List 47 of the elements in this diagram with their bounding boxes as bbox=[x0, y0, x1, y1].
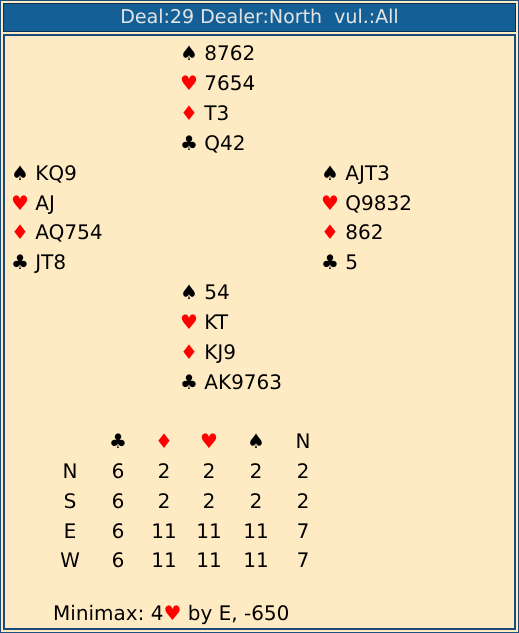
player-label: W bbox=[60, 549, 80, 571]
suit-holding: ♠ 54 bbox=[180, 281, 230, 304]
trick-count: 2 bbox=[296, 490, 310, 512]
suit-holding: ♦ AQ754 bbox=[11, 221, 103, 244]
title-bar: Deal:29 Dealer:North vul.:All bbox=[3, 3, 516, 32]
notrump-header: N bbox=[296, 430, 310, 452]
trick-count: 2 bbox=[250, 490, 262, 512]
trick-count: 11 bbox=[243, 520, 269, 542]
suit-holding: ♠ KQ9 bbox=[11, 162, 77, 184]
trick-count: 11 bbox=[243, 549, 269, 571]
trick-count: 11 bbox=[196, 520, 222, 542]
suit-header: ♣ bbox=[109, 430, 127, 452]
suit-header: ♠ bbox=[247, 430, 265, 452]
trick-count: 11 bbox=[196, 549, 222, 571]
trick-count: 2 bbox=[158, 460, 170, 482]
player-label: E bbox=[64, 520, 76, 542]
suit-holding: ♣ Q42 bbox=[180, 132, 246, 154]
player-label: N bbox=[62, 460, 78, 482]
trick-count: 11 bbox=[151, 520, 177, 542]
suit-holding: ♣ AK9763 bbox=[180, 370, 282, 393]
suit-holding: ♦ 862 bbox=[321, 221, 384, 244]
trick-count: 2 bbox=[158, 490, 170, 512]
trick-count: 2 bbox=[202, 460, 216, 482]
suit-holding: ♠ 8762 bbox=[180, 42, 256, 64]
suit-holding: ♥ AJ bbox=[11, 192, 55, 214]
suit-header: ♥ bbox=[200, 430, 218, 452]
trick-count: 6 bbox=[112, 490, 124, 512]
suit-holding: ♣ 5 bbox=[321, 251, 358, 274]
suit-holding: ♥ 7654 bbox=[180, 72, 256, 94]
contract-result: Minimax: 4♥ by E, -650 bbox=[53, 602, 290, 624]
trick-count: 6 bbox=[112, 549, 124, 571]
suit-holding: ♦ T3 bbox=[180, 102, 230, 124]
player-label: S bbox=[64, 490, 76, 512]
trick-count: 7 bbox=[296, 549, 310, 571]
suit-holding: ♠ AJT3 bbox=[321, 162, 390, 184]
trick-count: 2 bbox=[296, 460, 310, 482]
trick-count: 6 bbox=[112, 460, 124, 482]
suit-holding: ♥ Q9832 bbox=[321, 192, 412, 214]
trick-count: 2 bbox=[202, 490, 216, 512]
suit-holding: ♥ KT bbox=[180, 311, 228, 334]
trick-count: 7 bbox=[296, 520, 310, 542]
trick-count: 2 bbox=[250, 460, 262, 482]
suit-holding: ♣ JT8 bbox=[11, 251, 66, 274]
trick-count: 6 bbox=[112, 520, 124, 542]
trick-count: 11 bbox=[151, 549, 177, 571]
suit-holding: ♦ KJ9 bbox=[180, 341, 236, 363]
suit-header: ♦ bbox=[155, 430, 173, 452]
